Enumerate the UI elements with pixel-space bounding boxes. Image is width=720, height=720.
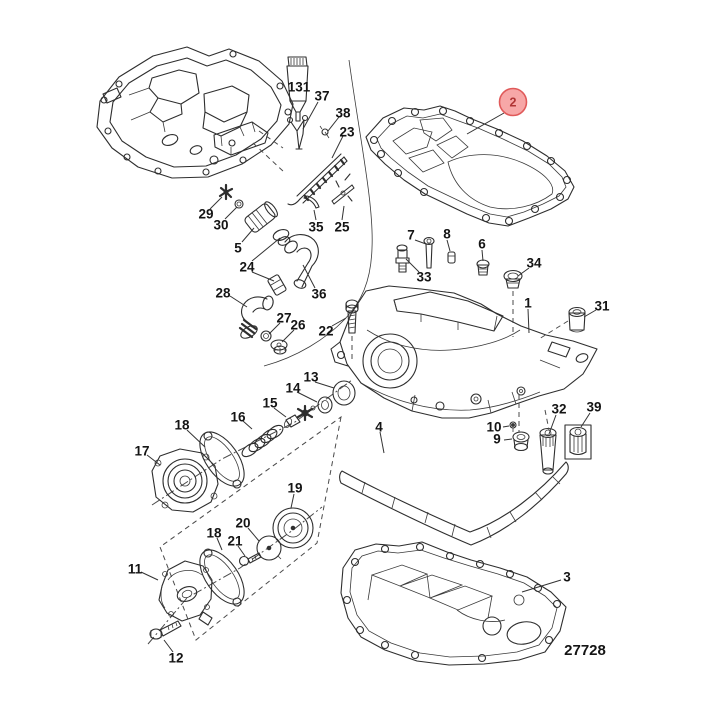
callout-11: 11: [128, 562, 143, 577]
valve-24-art: [267, 229, 291, 296]
adapter-plate-art: [330, 285, 598, 419]
plug-6-art: [476, 259, 490, 276]
washer-10-art: [509, 421, 517, 432]
kit-39-art: [564, 424, 592, 460]
callout-1: 1: [524, 296, 532, 311]
callout-131: 131: [288, 80, 311, 95]
elbow-28-art: [238, 295, 274, 339]
bolt-7-art: [423, 236, 435, 269]
seal-19-art: [272, 507, 314, 549]
callout-9: 9: [493, 432, 501, 447]
anode-strip-23-art: [287, 153, 348, 206]
callout-20: 20: [235, 516, 250, 531]
bushing-31-art: [568, 306, 586, 333]
plug-34-art: [503, 269, 523, 289]
pump-base-plate-17-art: [151, 448, 219, 513]
lower-gasket-art: [340, 541, 567, 666]
highlighted-callout-circle[interactable]: [498, 87, 528, 117]
callout-18: 18: [206, 526, 222, 541]
seal-13-art: [332, 380, 356, 406]
pin-8-art: [447, 251, 456, 264]
callout-22: 22: [318, 324, 333, 339]
callout-28: 28: [215, 286, 231, 301]
callout-24: 24: [239, 260, 255, 275]
callout-12: 12: [168, 651, 183, 666]
sealant-tube-131-art: [286, 56, 309, 122]
grommet-9-art: [512, 431, 530, 452]
upper-gasket-art: [365, 105, 575, 227]
callout-8: 8: [443, 227, 451, 242]
pump-gasket-18-upper-art: [199, 431, 245, 489]
sleeve-32-art: [539, 427, 557, 475]
callout-18: 18: [174, 418, 190, 433]
clip-35-art: [303, 195, 320, 209]
callout-4: 4: [375, 420, 383, 435]
hose-36-art: [284, 234, 319, 289]
callout-13: 13: [303, 370, 319, 385]
fitting-33-art: [395, 244, 410, 273]
repair-kit-box: [159, 415, 342, 641]
callout-39: 39: [586, 400, 601, 415]
driveshaft-housing-top-art: [96, 46, 294, 179]
callout-10: 10: [486, 420, 501, 435]
nut-26-art: [270, 339, 288, 355]
callout-15: 15: [262, 396, 278, 411]
upper-pump-axis: [151, 379, 353, 506]
callout-34: 34: [526, 256, 542, 271]
screw-21-art: [238, 552, 262, 567]
callout-36: 36: [311, 287, 327, 302]
bushing-31-axis: [538, 320, 569, 340]
callout-3: 3: [563, 570, 571, 585]
ring-30-art: [234, 199, 244, 209]
fitting-25-art: [331, 173, 355, 205]
spring-16-art: [241, 424, 284, 458]
separator-curve: [263, 59, 373, 367]
callout-6: 6: [478, 237, 486, 252]
callout-14: 14: [285, 381, 301, 396]
pump-gasket-18-lower-art: [199, 548, 245, 607]
callout-38: 38: [335, 106, 351, 121]
bolt-22-art: [345, 299, 359, 334]
drawing-number: 27728: [564, 642, 606, 659]
housing-relation-dashes: [252, 130, 285, 173]
callout-35: 35: [308, 220, 324, 235]
washer-20-art: [256, 535, 282, 561]
callout-27: 27: [276, 311, 291, 326]
callout-30: 30: [213, 218, 228, 233]
callout-25: 25: [334, 220, 350, 235]
seal-14-art: [317, 396, 333, 414]
callout-21: 21: [227, 534, 243, 549]
grommet-axis: [518, 394, 550, 432]
pump-housing-11-art: [158, 560, 213, 626]
bracket-37-art: [286, 114, 309, 150]
callout-29: 29: [198, 207, 213, 222]
callout-7: 7: [407, 228, 415, 243]
callout-26: 26: [290, 318, 306, 333]
callout-33: 33: [416, 270, 432, 285]
lower-pump-axis: [147, 506, 323, 645]
callout-16: 16: [230, 410, 246, 425]
screw-38-art: [319, 125, 330, 139]
callout-32: 32: [551, 402, 566, 417]
callout-5: 5: [234, 241, 242, 256]
callout-17: 17: [134, 444, 149, 459]
ring-27-art: [260, 330, 272, 342]
bolt-12-art: [149, 620, 182, 640]
callout-19: 19: [287, 481, 302, 496]
fitting-5-art: [244, 201, 278, 233]
leader-lines: [140, 101, 597, 653]
callout-37: 37: [314, 89, 329, 104]
callout-2-highlighted[interactable]: 2: [510, 96, 517, 110]
perimeter-seal-art: [339, 461, 569, 546]
pump-shaft-15-art: [283, 404, 316, 428]
callout-23: 23: [339, 125, 355, 140]
callout-31: 31: [594, 299, 610, 314]
impeller-29-art: [218, 183, 234, 201]
